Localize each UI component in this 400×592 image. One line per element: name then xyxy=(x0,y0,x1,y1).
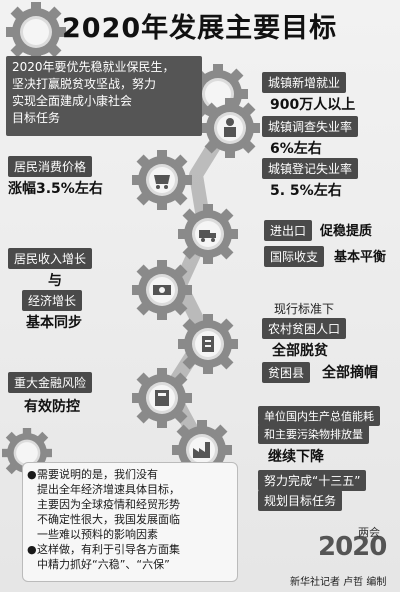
income-label: 居民收入增长 xyxy=(8,248,93,269)
balance-value: 基本平衡 xyxy=(334,250,387,265)
survey-unemployment-value: 6%左右 xyxy=(270,141,322,157)
energy-value: 继续下降 xyxy=(268,449,324,465)
shopping-cart-icon xyxy=(132,150,192,210)
worker-icon xyxy=(200,98,260,158)
note-line: 这样做，有利于引导各方面集 xyxy=(37,543,180,556)
growth-label: 经济增长 xyxy=(22,290,83,311)
document-icon xyxy=(178,314,238,374)
plan-line2: 规划目标任务 xyxy=(258,490,343,511)
gear-icon xyxy=(6,2,66,62)
registered-unemployment-label: 城镇登记失业率 xyxy=(262,158,359,179)
energy-line1: 单位国内生产总值能耗 xyxy=(258,406,380,426)
note-line: 不确定性很大，我国发展面临 xyxy=(37,513,180,526)
intro-line: 目标任务 xyxy=(12,111,61,125)
intro-box: 2020年要优先稳就业保民生， 坚决打赢脱贫攻坚战，努力 实现全面建成小康社会 … xyxy=(6,56,202,136)
finance-risk-value: 有效防控 xyxy=(24,399,80,415)
trade-value: 促稳提质 xyxy=(320,224,373,239)
money-truck-icon xyxy=(132,260,192,320)
note-line: 提出全年经济增速具体目标， xyxy=(37,483,180,496)
poverty-county-value: 全部摘帽 xyxy=(322,365,378,381)
logo-year: 2020 xyxy=(318,532,387,562)
and-label: 与 xyxy=(48,273,62,289)
sync-value: 基本同步 xyxy=(26,315,82,331)
trade-label: 进出口 xyxy=(264,220,313,241)
plan-line1: 努力完成“十三五” xyxy=(258,470,367,491)
poverty-heading: 现行标准下 xyxy=(274,302,335,316)
rural-poverty-value: 全部脱贫 xyxy=(272,343,328,359)
note-box: ● 需要说明的是，我们没有 提出全年经济增速具体目标， 主要因为全球疫情和经贸形… xyxy=(22,462,238,582)
factory-icon xyxy=(172,420,232,480)
poverty-county-label: 贫困县 xyxy=(262,362,311,383)
survey-unemployment-label: 城镇调查失业率 xyxy=(262,116,359,137)
bullet-dot: ● xyxy=(27,543,37,556)
bullet-dot: ● xyxy=(27,468,37,481)
note-line: 主要因为全球疫情和经贸形势 xyxy=(37,498,180,511)
employment-value: 900万人以上 xyxy=(270,97,356,113)
truck-icon xyxy=(178,204,238,264)
cpi-value: 涨幅3.5%左右 xyxy=(8,181,103,197)
lianghui-logo: 2020 两会 xyxy=(318,524,388,568)
balance-label: 国际收支 xyxy=(264,246,325,267)
note-line: 中精力抓好“六稳”、“六保” xyxy=(37,558,170,571)
calculator-icon xyxy=(132,368,192,428)
intro-line: 实现全面建成小康社会 xyxy=(12,94,133,108)
credit-line: 新华社记者 卢哲 编制 xyxy=(290,577,387,588)
intro-line: 2020年要优先稳就业保民生， xyxy=(12,60,175,74)
employment-label: 城镇新增就业 xyxy=(262,72,347,93)
page-title: 2020年发展主要目标 xyxy=(62,13,338,44)
note-line: 一些难以预料的影响因素 xyxy=(37,528,158,541)
rural-poverty-label: 农村贫困人口 xyxy=(262,318,347,339)
note-line: 需要说明的是，我们没有 xyxy=(37,468,158,481)
registered-unemployment-value: 5. 5%左右 xyxy=(270,183,342,199)
cpi-label: 居民消费价格 xyxy=(8,156,93,177)
finance-risk-label: 重大金融风险 xyxy=(8,372,93,393)
intro-line: 坚决打赢脱贫攻坚战，努力 xyxy=(12,77,157,91)
energy-line2: 和主要污染物排放量 xyxy=(258,424,369,444)
logo-text: 两会 xyxy=(358,526,380,539)
